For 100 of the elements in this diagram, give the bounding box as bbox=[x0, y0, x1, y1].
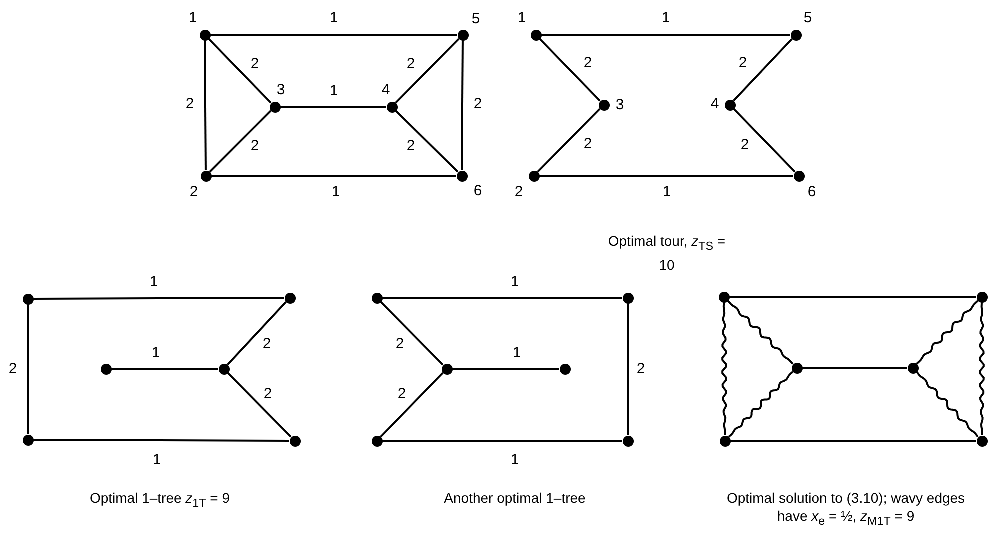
graph-edge bbox=[540, 175, 794, 177]
edge-weight: 1 bbox=[332, 184, 340, 200]
vertex-dot bbox=[528, 170, 540, 182]
edge-weight: 2 bbox=[738, 54, 748, 72]
vertex-dot bbox=[458, 30, 468, 40]
edge-weight: 1 bbox=[512, 344, 522, 362]
graph-edge bbox=[539, 38, 601, 102]
graph-edge bbox=[227, 301, 287, 366]
edge-weight: 1 bbox=[330, 82, 338, 100]
graph-edge bbox=[27, 304, 29, 434]
edge-weight: 2 bbox=[398, 386, 406, 402]
edge-weight: 1 bbox=[510, 452, 520, 468]
vertex-dot bbox=[290, 436, 300, 446]
vertex-dot bbox=[372, 292, 382, 304]
vertex-number: 2 bbox=[190, 184, 198, 200]
vertex-dot bbox=[218, 364, 230, 374]
graph-edge bbox=[208, 38, 272, 104]
vertex-number: 6 bbox=[474, 182, 482, 200]
edge-weight: 2 bbox=[406, 56, 416, 72]
graph-edge bbox=[395, 38, 460, 104]
edge-weight: 2 bbox=[186, 96, 194, 112]
edge-weight: 2 bbox=[250, 56, 260, 72]
edge-weight: 2 bbox=[264, 386, 272, 402]
caption: Another optimal 1–tree bbox=[443, 489, 587, 507]
graph-edge bbox=[461, 40, 464, 170]
vertex-dot bbox=[622, 436, 634, 446]
graph-edge bbox=[112, 368, 218, 370]
vertex-dot bbox=[200, 30, 210, 40]
vertex-number: 5 bbox=[804, 10, 812, 26]
edge-weight: 2 bbox=[636, 360, 646, 378]
vertex-dot bbox=[284, 292, 296, 304]
edge-weight: 2 bbox=[584, 136, 592, 152]
edge-weight: 1 bbox=[510, 274, 520, 290]
graph-edge bbox=[730, 296, 976, 298]
graph-edge bbox=[212, 175, 456, 177]
graph-edge bbox=[380, 372, 444, 438]
edge-weight: 1 bbox=[152, 344, 160, 362]
edge-weight: 1 bbox=[152, 452, 162, 468]
vertex-dot bbox=[100, 364, 112, 374]
vertex-dot bbox=[718, 292, 730, 302]
vertex-number: 2 bbox=[514, 184, 524, 200]
graph-edge bbox=[733, 38, 793, 102]
graph-edge bbox=[537, 108, 601, 173]
edge-weight: 2 bbox=[406, 138, 416, 154]
vertex-dot bbox=[794, 170, 804, 182]
graph-edge bbox=[627, 304, 629, 436]
vertex-number: 3 bbox=[616, 96, 624, 114]
edge-weight: 1 bbox=[330, 10, 338, 26]
vertex-dot bbox=[386, 102, 398, 112]
vertex-dot bbox=[792, 362, 802, 374]
graph-edge bbox=[382, 440, 622, 442]
wavy-edge bbox=[727, 300, 794, 365]
wavy-edge bbox=[916, 371, 979, 438]
vertex-dot bbox=[976, 436, 988, 446]
wavy-edge bbox=[728, 371, 794, 438]
edge-weight: 2 bbox=[250, 138, 260, 154]
vertex-number: 1 bbox=[518, 10, 526, 26]
vertex-dot bbox=[372, 436, 382, 446]
vertex-dot bbox=[200, 170, 212, 182]
graph-edge bbox=[227, 372, 292, 438]
graph-edge bbox=[280, 106, 386, 108]
vertex-dot bbox=[456, 170, 468, 182]
vertex-dot bbox=[720, 436, 730, 446]
vertex-dot bbox=[22, 294, 34, 304]
vertex-dot bbox=[22, 434, 34, 446]
graph-edge bbox=[34, 297, 284, 300]
wavy-edge bbox=[916, 300, 979, 365]
edge-weight: 2 bbox=[474, 96, 482, 112]
edge-weight: 2 bbox=[8, 360, 18, 378]
edge-weight: 1 bbox=[662, 184, 672, 200]
graph-edge bbox=[380, 301, 444, 366]
graph-edge bbox=[802, 367, 908, 369]
edge-weight: 2 bbox=[396, 336, 404, 352]
graph-edge bbox=[730, 440, 976, 442]
graph-edge bbox=[395, 110, 459, 173]
graph-edge bbox=[542, 34, 790, 36]
vertex-number: 4 bbox=[710, 96, 720, 112]
vertex-dot bbox=[598, 100, 610, 110]
graph-edge bbox=[204, 40, 207, 170]
vertex-dot bbox=[530, 30, 542, 40]
vertex-dot bbox=[560, 364, 570, 374]
edge-weight: 2 bbox=[740, 136, 750, 154]
vertex-number: 4 bbox=[382, 82, 390, 98]
edge-weight: 2 bbox=[262, 336, 272, 352]
caption: Optimal tour, z$_{TS}$ = 10 bbox=[607, 232, 727, 274]
vertex-number: 3 bbox=[276, 82, 286, 98]
vertex-number: 5 bbox=[472, 10, 480, 28]
graph-edge bbox=[209, 110, 272, 173]
vertex-dot bbox=[908, 362, 918, 374]
vertex-dot bbox=[790, 30, 802, 40]
graph-edge bbox=[34, 439, 290, 442]
vertex-dot bbox=[976, 292, 988, 302]
edge-weight: 1 bbox=[150, 274, 158, 290]
graph-edge bbox=[733, 108, 796, 173]
caption: Optimal solution to (3.10); wavy edges have x$_{e}$ = ½, z$_{M1T}$ = 9 bbox=[726, 489, 966, 530]
edge-weight: 2 bbox=[584, 54, 592, 72]
wavy-edge bbox=[979, 302, 985, 436]
graph-edge bbox=[382, 297, 622, 299]
caption: Optimal 1–tree z$_{1T}$ = 9 bbox=[88, 489, 232, 512]
vertex-number: 1 bbox=[188, 10, 198, 26]
